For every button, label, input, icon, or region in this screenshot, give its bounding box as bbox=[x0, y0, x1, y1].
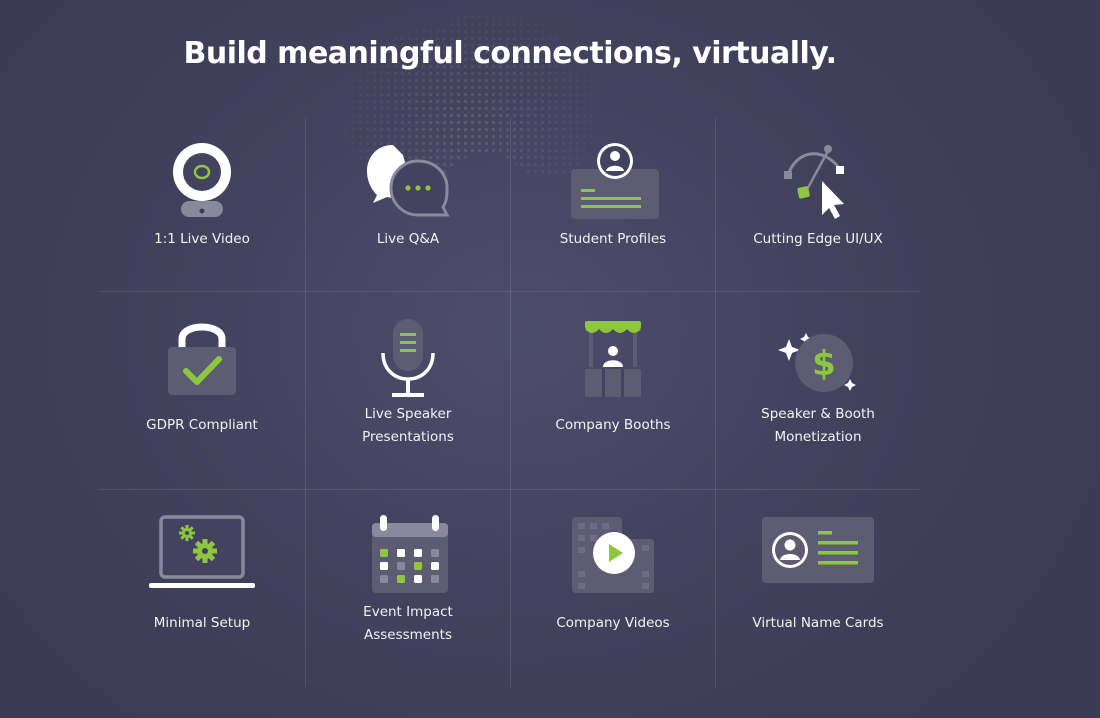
feature-impact-assessments: Event Impact Assessments bbox=[305, 489, 511, 687]
feature-company-booths: Company Booths bbox=[510, 291, 716, 489]
page-title: Build meaningful connections, virtually. bbox=[183, 36, 837, 71]
feature-label: Live Speaker Presentations bbox=[305, 403, 511, 449]
grid-divider bbox=[510, 117, 511, 687]
dollar-coin-icon: $ bbox=[715, 317, 921, 399]
feature-label-text: Event Impact Assessments bbox=[363, 604, 453, 643]
feature-ui-ux: Cutting Edge UI/UX bbox=[715, 117, 921, 291]
feature-label: Event Impact Assessments bbox=[305, 601, 511, 647]
feature-label: Virtual Name Cards bbox=[752, 615, 884, 631]
feature-label-text: Live Speaker Presentations bbox=[362, 406, 454, 445]
grid-divider bbox=[715, 117, 716, 687]
feature-gdpr: GDPR Compliant bbox=[99, 291, 305, 489]
feature-live-qa: Live Q&A bbox=[305, 117, 511, 291]
feature-label: Live Q&A bbox=[376, 231, 440, 247]
feature-label-text: Speaker & Booth Monetization bbox=[761, 406, 875, 445]
feature-live-video: 1:1 Live Video bbox=[99, 117, 305, 291]
feature-label: Company Booths bbox=[555, 417, 671, 433]
grid-divider bbox=[305, 117, 306, 687]
feature-minimal-setup: Minimal Setup bbox=[99, 489, 305, 687]
feature-speaker-presentations: Live Speaker Presentations bbox=[305, 291, 511, 489]
vector-pen-cursor-icon bbox=[715, 141, 921, 221]
feature-student-profiles: Student Profiles bbox=[510, 117, 716, 291]
grid-divider bbox=[99, 291, 920, 292]
feature-label: Speaker & Booth Monetization bbox=[715, 403, 921, 449]
grid-divider bbox=[99, 489, 920, 490]
feature-label: Company Videos bbox=[556, 615, 670, 631]
padlock-check-icon bbox=[99, 317, 305, 399]
webcam-icon bbox=[99, 141, 305, 221]
feature-name-cards: Virtual Name Cards bbox=[715, 489, 921, 687]
feature-label: Minimal Setup bbox=[153, 615, 251, 631]
feature-label: GDPR Compliant bbox=[146, 417, 258, 433]
booth-icon bbox=[510, 317, 716, 399]
microphone-icon bbox=[305, 317, 511, 399]
feature-label: 1:1 Live Video bbox=[154, 231, 250, 247]
laptop-gears-icon bbox=[99, 515, 305, 595]
feature-label: Cutting Edge UI/UX bbox=[753, 231, 883, 247]
svg-text:$: $ bbox=[812, 344, 836, 384]
feature-label: Student Profiles bbox=[559, 231, 667, 247]
video-play-icon bbox=[510, 515, 716, 595]
name-card-icon bbox=[715, 515, 921, 585]
profile-card-icon bbox=[510, 141, 716, 221]
feature-company-videos: Company Videos bbox=[510, 489, 716, 687]
calendar-icon bbox=[305, 515, 511, 595]
feature-monetization: $ Speaker & Booth Monetization bbox=[715, 291, 921, 489]
chat-bubbles-icon bbox=[305, 141, 511, 221]
feature-grid: 1:1 Live Video Live Q&A bbox=[99, 117, 920, 687]
